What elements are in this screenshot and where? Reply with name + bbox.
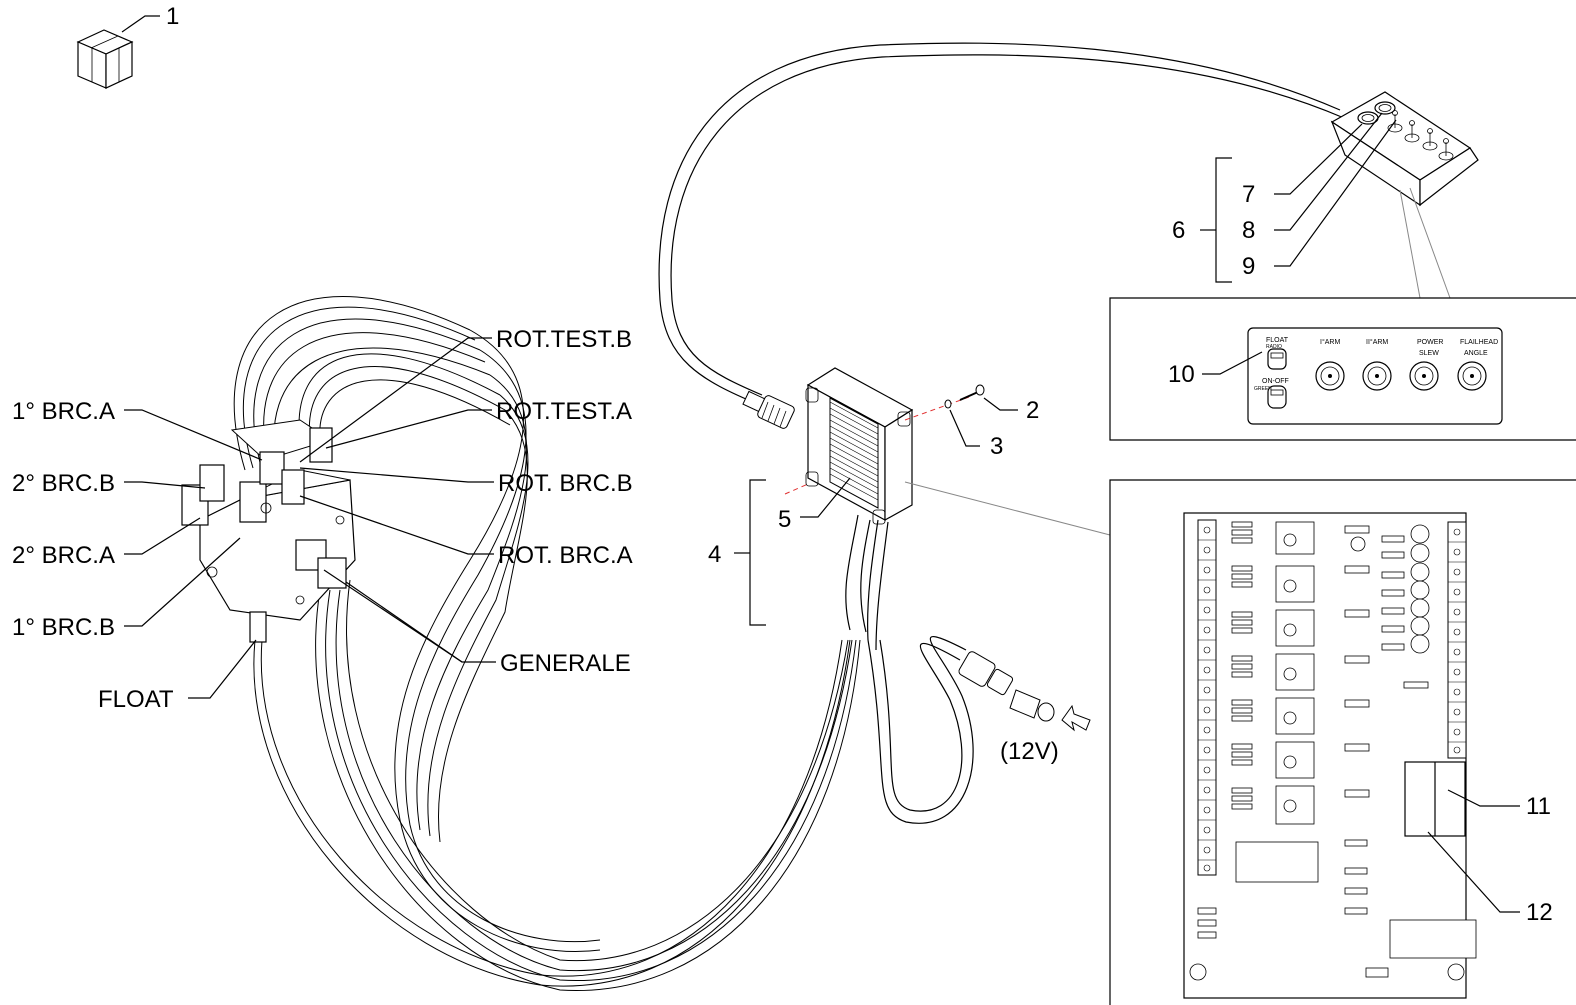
label-2-brc-a: 2° BRC.A	[12, 542, 115, 569]
valve-block	[181, 419, 356, 643]
callout-12: 12	[1526, 899, 1553, 926]
label-generale: GENERALE	[500, 650, 631, 677]
panel-float-label: FLOAT	[1266, 337, 1289, 344]
label-rot-test-a: ROT.TEST.A	[496, 398, 632, 425]
remote-control-box	[1330, 91, 1479, 207]
callout-8: 8	[1242, 217, 1255, 244]
callout-9: 9	[1242, 253, 1255, 280]
label-rot-brc-a: ROT. BRC.A	[498, 542, 633, 569]
circuit-board	[1183, 512, 1477, 999]
round-connector	[742, 390, 795, 429]
package-box-icon	[76, 29, 134, 89]
label-1-brc-a: 1° BRC.A	[12, 398, 115, 425]
panel-flailhead-label: FLAILHEAD	[1460, 339, 1498, 346]
callout-4: 4	[708, 541, 721, 568]
callout-5: 5	[778, 506, 791, 533]
panel-float-sub: RADIO	[1266, 344, 1282, 350]
callout-3: 3	[990, 433, 1003, 460]
power-label: (12V)	[1000, 738, 1059, 765]
power-plug-cable	[867, 635, 1055, 824]
callout-7: 7	[1242, 181, 1255, 208]
washer-icon	[944, 399, 952, 409]
panel-onoff-sub: GREEN	[1254, 386, 1272, 392]
control-panel-faceplate: FLOAT RADIO ON-OFF GREEN I°ARM II°ARM PO…	[1247, 327, 1503, 425]
panel-angle-label: ANGLE	[1464, 350, 1488, 357]
control-unit-housing	[805, 367, 914, 651]
screw-icon	[959, 384, 985, 401]
callout-2: 2	[1026, 397, 1039, 424]
panel-arm2-label: II°ARM	[1366, 338, 1388, 346]
panel-power-label: POWER	[1417, 339, 1443, 346]
hose-bundle	[233, 296, 861, 991]
label-2-brc-b: 2° BRC.B	[12, 470, 115, 497]
callout-1: 1	[166, 3, 179, 30]
panel-arm1-label: I°ARM	[1320, 338, 1340, 346]
callout-6: 6	[1172, 217, 1185, 244]
callout-10: 10	[1168, 361, 1195, 388]
panel-slew-label: SLEW	[1419, 350, 1439, 357]
callout-11: 11	[1526, 793, 1551, 820]
label-rot-test-b: ROT.TEST.B	[496, 326, 632, 353]
remote-cable	[658, 42, 1345, 406]
label-float: FLOAT	[98, 686, 174, 713]
power-arrow-icon	[1061, 704, 1091, 732]
label-rot-brc-b: ROT. BRC.B	[498, 470, 633, 497]
label-1-brc-b: 1° BRC.B	[12, 614, 115, 641]
panel-onoff-label: ON-OFF	[1262, 378, 1289, 385]
